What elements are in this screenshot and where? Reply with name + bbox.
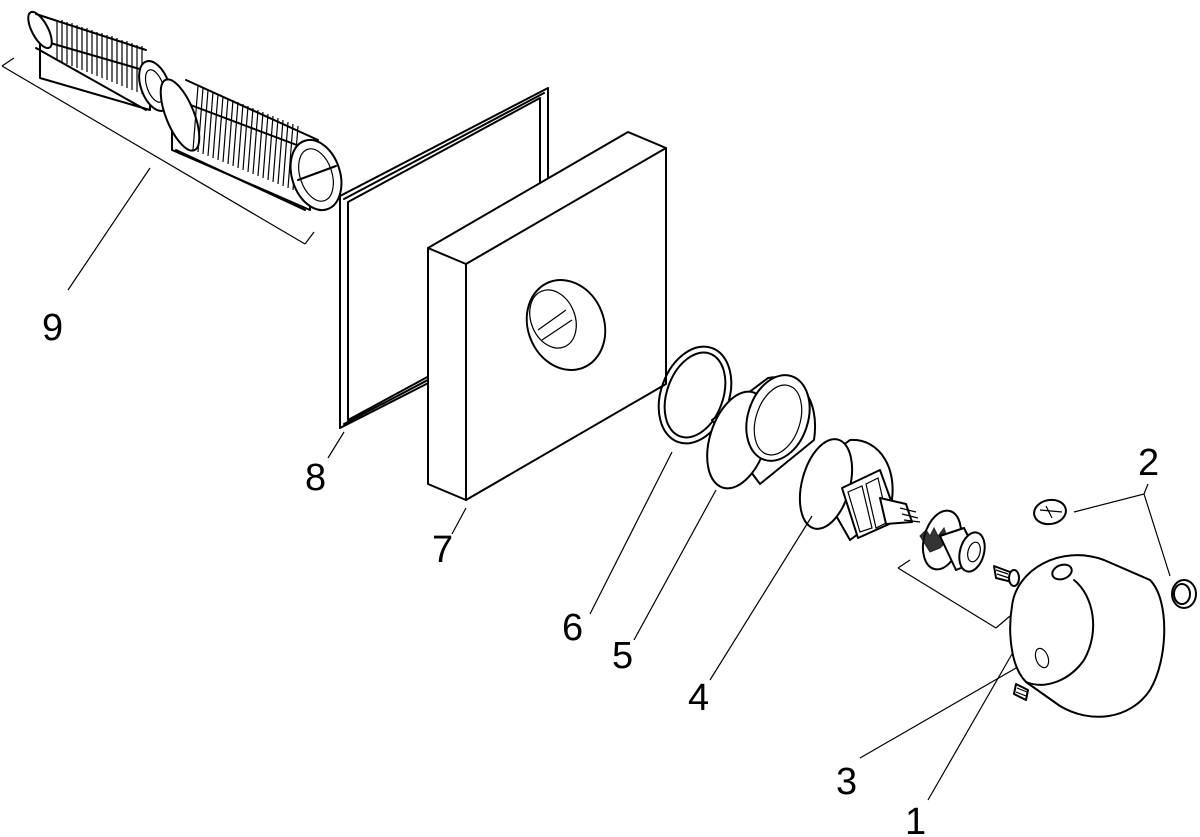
part-4-cartridge (709, 438, 921, 681)
part-2-caps (1033, 483, 1197, 609)
part-9-leader-line (67, 167, 151, 291)
callout-label-5: 5 (612, 635, 633, 677)
part-5-leader-line (633, 489, 717, 641)
part-6-leader-line (589, 451, 673, 615)
part-4-leader-line (709, 515, 813, 681)
part-9-bracket (1, 57, 315, 245)
part-3-leader-line (859, 659, 1031, 759)
callout-label-1: 1 (905, 801, 926, 837)
part-7-leader-line (451, 507, 467, 535)
part-5-sleeve-ring (633, 374, 817, 641)
callout-label-2: 2 (1138, 442, 1159, 484)
part-3-bracket (897, 559, 1011, 629)
large-threaded-sleeve (159, 78, 343, 212)
part-3-stop-cartridge (859, 509, 1031, 759)
part-1-handle-knob (927, 554, 1166, 801)
part-9-extension-sleeves (1, 10, 343, 291)
small-threaded-sleeve (27, 10, 172, 112)
part-2-leader-lines (1073, 483, 1171, 577)
part-7-escutcheon-plate (427, 131, 667, 535)
callout-labels: 1 2 3 4 5 6 7 8 9 (42, 307, 1159, 837)
part-2-cap-right (1171, 579, 1197, 609)
part-8-leader-line (327, 431, 345, 459)
callout-label-6: 6 (562, 607, 583, 649)
callout-label-4: 4 (688, 677, 709, 719)
callout-label-7: 7 (432, 529, 453, 571)
callout-label-3: 3 (836, 761, 857, 803)
part-3-screw (993, 565, 1020, 587)
part-2-cap-left (1033, 498, 1067, 526)
part-1-grub-screw (1013, 683, 1029, 701)
callout-label-9: 9 (42, 307, 63, 349)
callout-label-8: 8 (305, 457, 326, 499)
part-1-leader-line (927, 653, 1013, 801)
